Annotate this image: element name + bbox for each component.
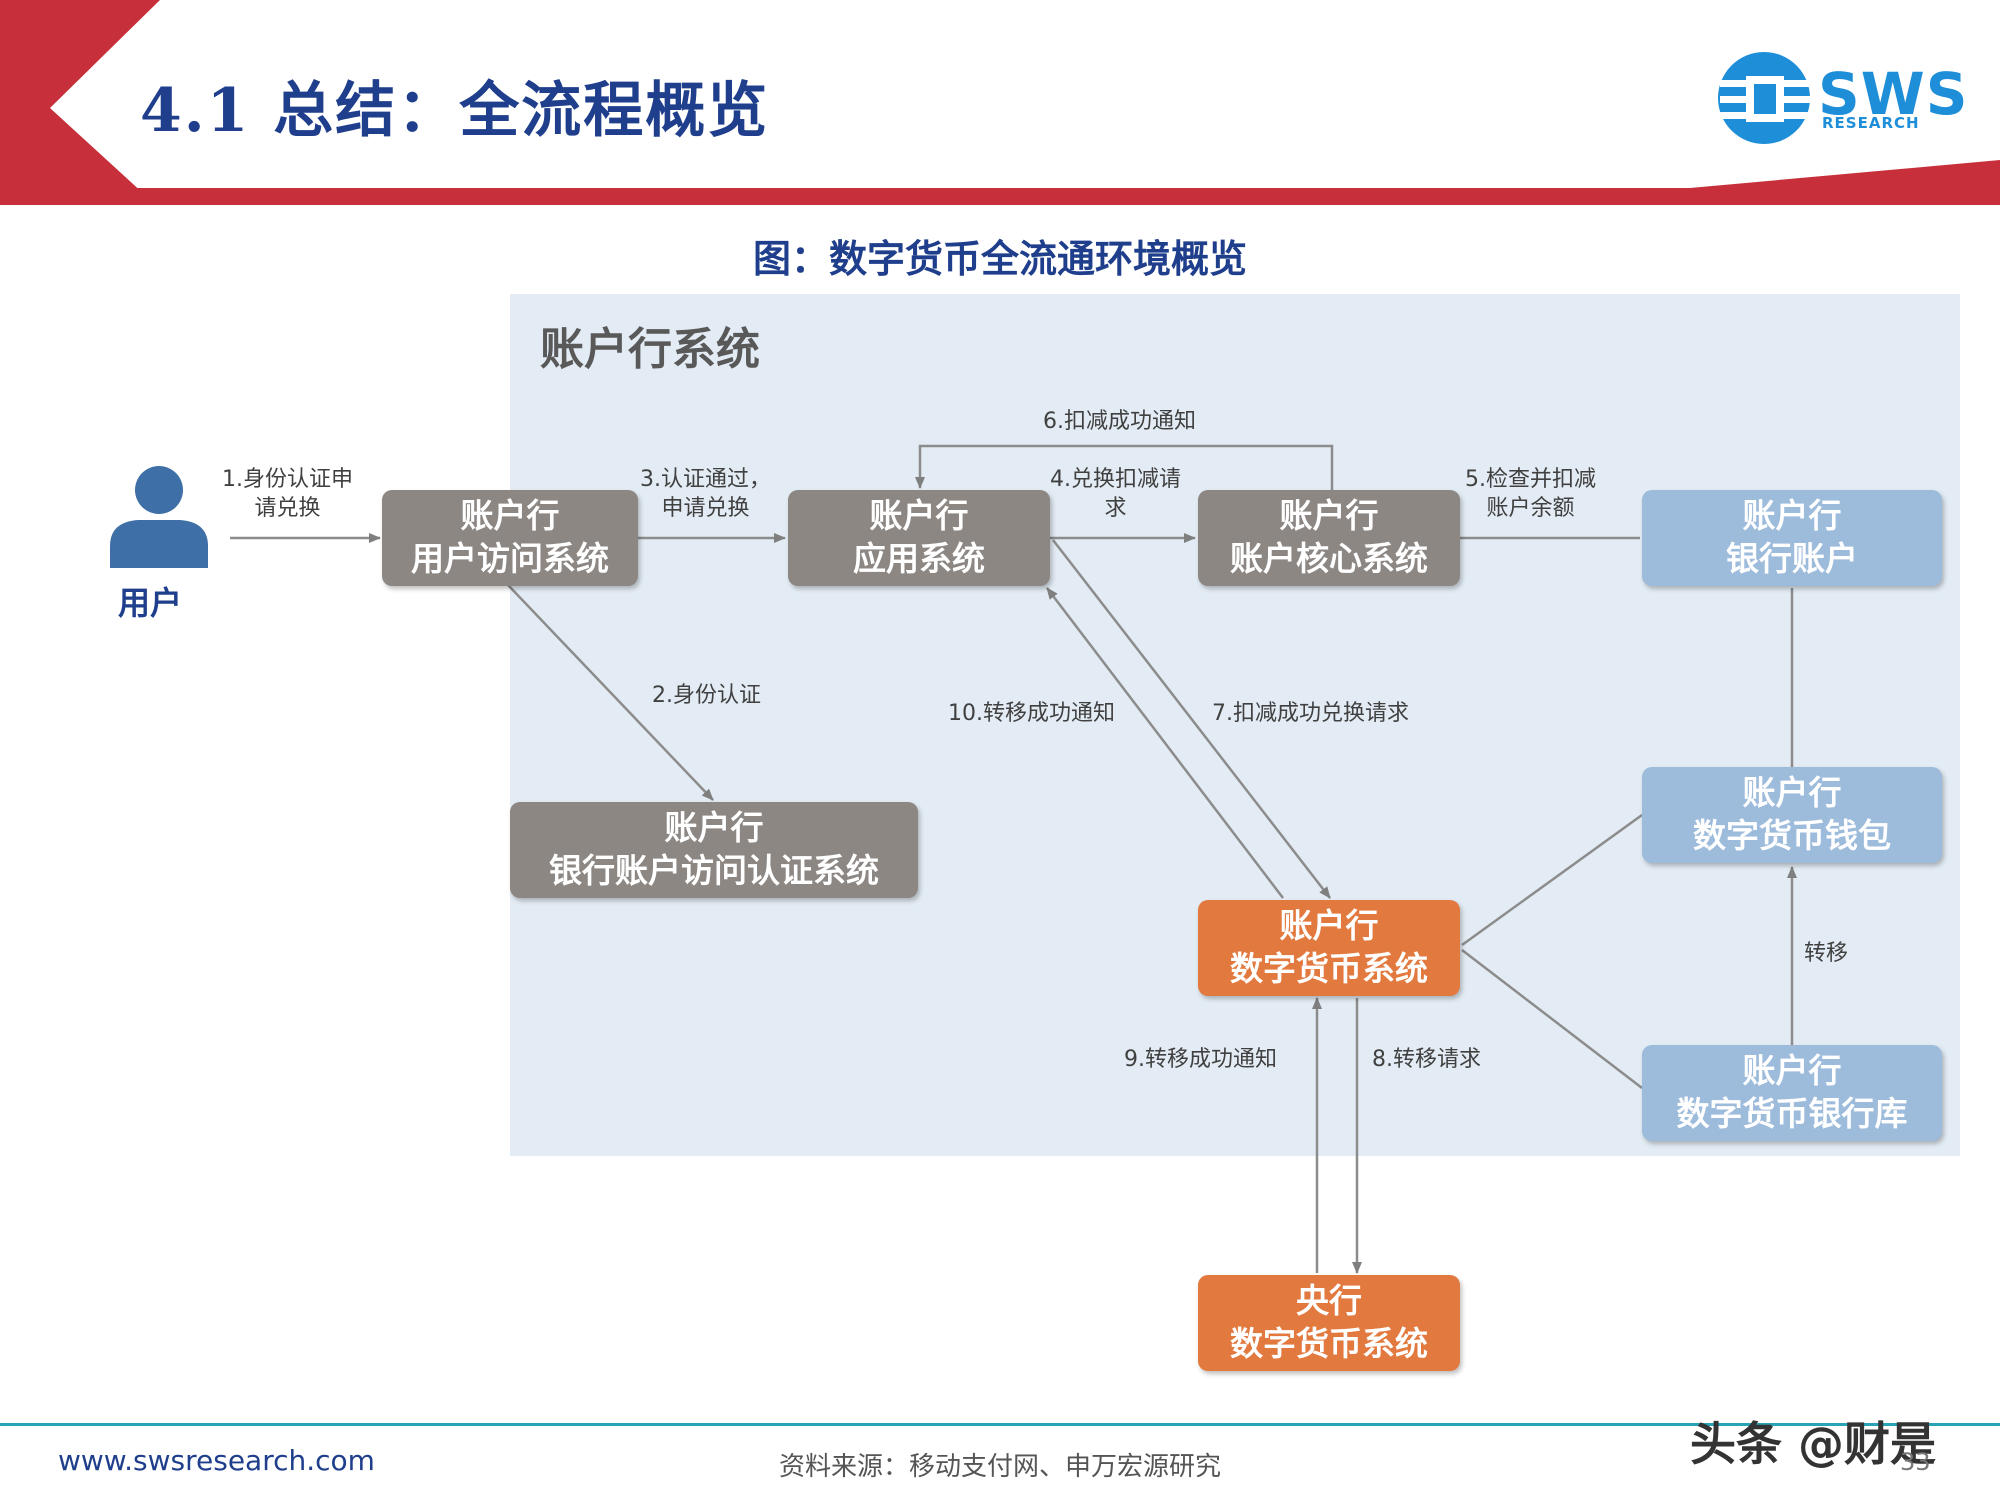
bank-account-box: 账户行 银行账户 <box>1642 490 1942 586</box>
auth-system-line2: 银行账户访问认证系统 <box>549 851 879 890</box>
step-7-label: 7.扣减成功兑换请求 <box>1212 701 1409 726</box>
footer-source: 资料来源：移动支付网、申万宏源研究 <box>778 1452 1221 1482</box>
watermark: 头条 @财是 <box>1690 1417 1937 1471</box>
account-bank-panel <box>510 294 1960 1156</box>
application-system-line1: 账户行 <box>869 496 969 536</box>
sws-logo-icon <box>1718 52 1810 144</box>
panel-title: 账户行系统 <box>540 324 760 375</box>
user-icon <box>110 466 208 568</box>
arrow-step-10 <box>1046 587 1284 899</box>
arrow-step-6 <box>915 444 1334 490</box>
auth-system-line1: 账户行 <box>664 808 764 848</box>
logo-wordmark: SWS <box>1818 60 1969 128</box>
arrow-step-2 <box>507 584 714 801</box>
vault-line1: 账户行 <box>1742 1051 1842 1091</box>
logo-subtext: RESEARCH <box>1822 114 1920 132</box>
auth-system-box: 账户行 银行账户访问认证系统 <box>510 802 918 898</box>
core-system-line2: 账户核心系统 <box>1230 539 1428 578</box>
application-system-line2: 应用系统 <box>853 539 985 578</box>
transfer-label: 转移 <box>1804 941 1849 966</box>
user-label: 用户 <box>118 584 183 622</box>
core-system-line1: 账户行 <box>1279 496 1379 536</box>
step-1-label: 1.身份认证申请兑换 <box>222 467 353 521</box>
central-bank-system-box: 央行 数字货币系统 <box>1198 1275 1460 1371</box>
digital-currency-system-box: 账户行 数字货币系统 <box>1198 900 1460 996</box>
step-3-label: 3.认证通过，申请兑换 <box>640 467 771 521</box>
page-number: 33 <box>1900 1448 1931 1476</box>
step-6-label: 6.扣减成功通知 <box>1043 409 1196 434</box>
arrow-step-7 <box>1052 539 1331 899</box>
footer-url: www.swsresearch.com <box>58 1444 375 1477</box>
slide-title: 4.1 总结：全流程概览 <box>140 76 770 146</box>
line-dc-to-vault <box>1461 949 1643 1089</box>
digital-currency-system-line2: 数字货币系统 <box>1230 949 1428 988</box>
line-dc-to-wallet <box>1461 813 1643 947</box>
figure-caption: 图：数字货币全流通环境概览 <box>752 237 1247 281</box>
step-5-label: 5.检查并扣减账户余额 <box>1465 467 1596 521</box>
access-system-line2: 用户访问系统 <box>411 539 609 578</box>
footer-divider <box>0 1423 2000 1426</box>
core-system-box: 账户行 账户核心系统 <box>1198 490 1460 586</box>
central-bank-line2: 数字货币系统 <box>1230 1324 1428 1363</box>
step-4-label: 4.兑换扣减请求 <box>1050 467 1181 521</box>
wallet-line1: 账户行 <box>1742 773 1842 813</box>
wallet-box: 账户行 数字货币钱包 <box>1642 767 1942 863</box>
vault-box: 账户行 数字货币银行库 <box>1642 1045 1942 1141</box>
header-decoration <box>0 0 2000 205</box>
bank-account-line1: 账户行 <box>1742 496 1842 536</box>
application-system-box: 账户行 应用系统 <box>788 490 1050 586</box>
access-system-box: 账户行 用户访问系统 <box>382 490 638 586</box>
step-9-label: 9.转移成功通知 <box>1124 1047 1277 1072</box>
wallet-line2: 数字货币钱包 <box>1693 816 1891 855</box>
step-8-label: 8.转移请求 <box>1372 1047 1481 1072</box>
digital-currency-system-line1: 账户行 <box>1279 906 1379 946</box>
bank-account-line2: 银行账户 <box>1726 539 1858 578</box>
step-10-label: 10.转移成功通知 <box>948 701 1115 726</box>
central-bank-line1: 央行 <box>1296 1281 1362 1321</box>
access-system-line1: 账户行 <box>460 496 560 536</box>
step-2-label: 2.身份认证 <box>652 683 761 708</box>
vault-line2: 数字货币银行库 <box>1676 1094 1908 1133</box>
